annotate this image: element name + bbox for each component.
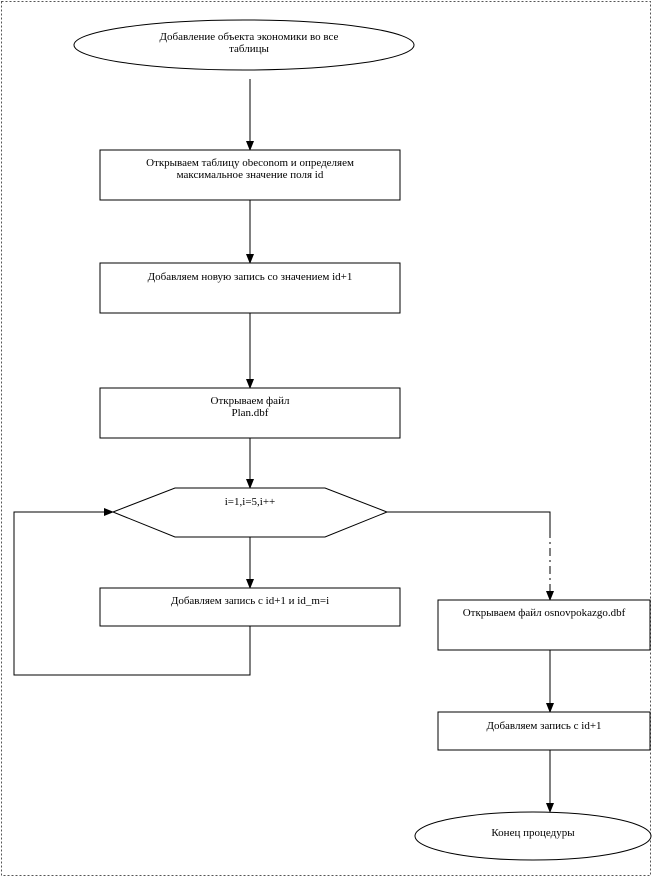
start-label: Добавление объекта экономики во все табл…: [159, 31, 339, 55]
open-plan-label: Открываем файл Plan.dbf: [210, 395, 290, 419]
process-add-id: [437, 711, 651, 751]
loop-body-label: Добавляем запись с id+1 и id_m=i: [170, 595, 330, 607]
add-id-label: Добавляем запись с id+1: [486, 720, 602, 732]
open-obeconom-label: Открываем таблицу obeconom и определяем …: [146, 157, 354, 181]
open-osnov-label: Открываем файл osnovpokazgo.dbf: [462, 607, 626, 619]
process-add-record: [99, 262, 401, 314]
loop-exit-line: [387, 511, 551, 530]
start-terminal: [73, 19, 415, 71]
loop-condition-label: i=1,i=5,i++: [224, 496, 276, 508]
add-record-label: Добавляем новую запись со значением id+1: [147, 271, 353, 283]
process-open-obeconom: [99, 149, 401, 201]
process-open-osnov: [437, 599, 651, 651]
end-label: Конец процедуры: [491, 827, 575, 839]
process-open-plan: [99, 387, 401, 439]
end-terminal: [414, 811, 652, 861]
process-loop-body: [99, 587, 401, 627]
loop-back-line: [13, 508, 251, 676]
